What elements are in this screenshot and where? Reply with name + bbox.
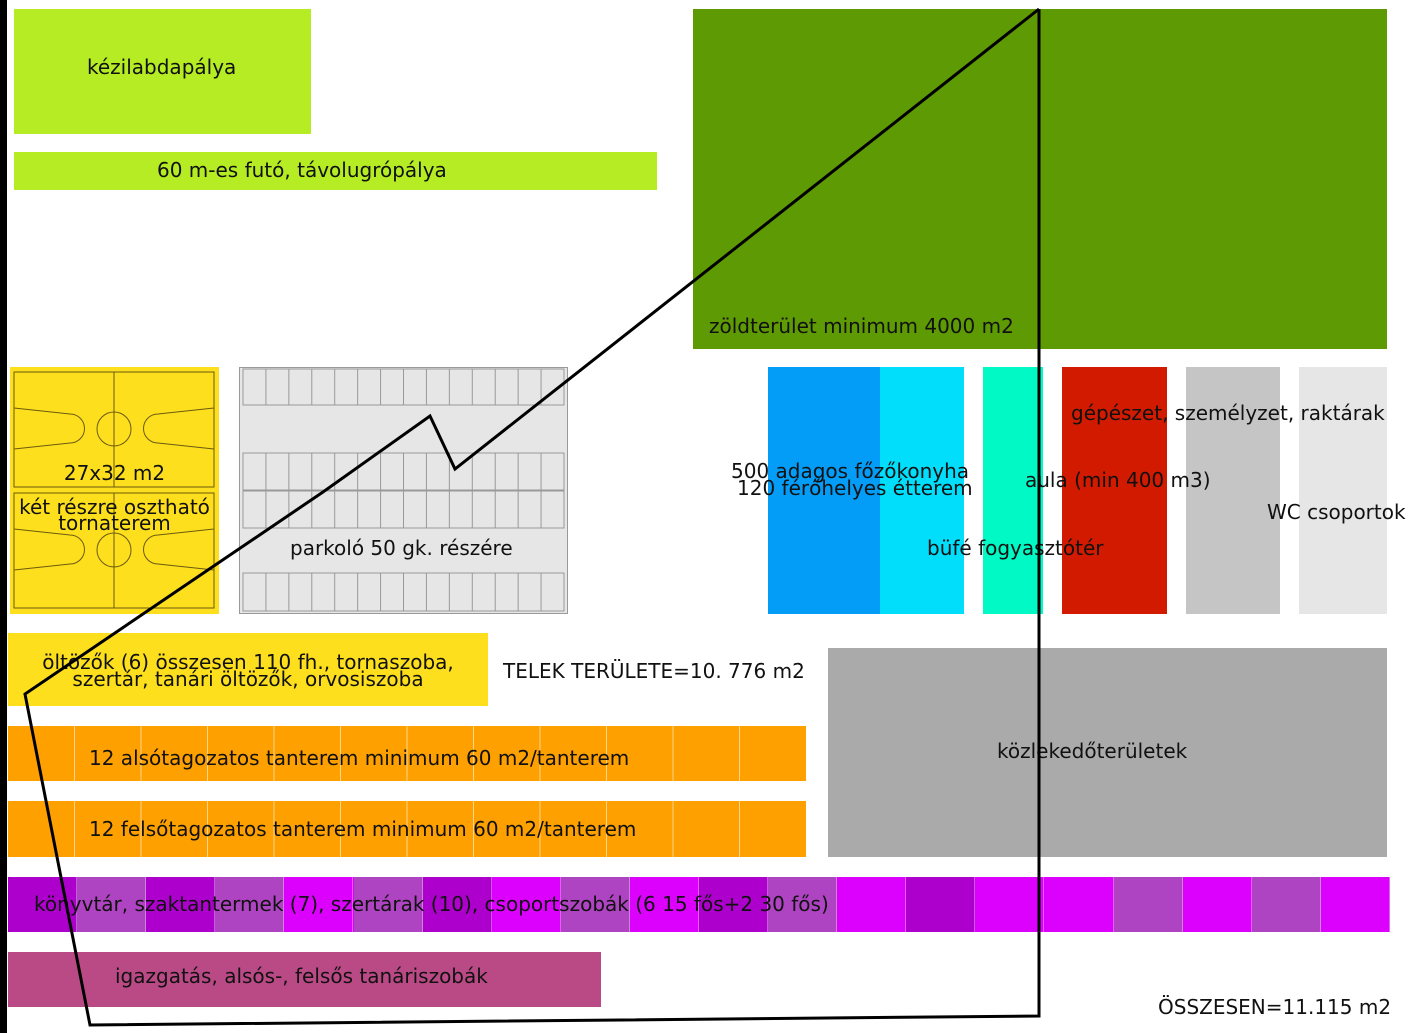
left-edge-bar — [0, 0, 7, 1033]
library-segment — [1182, 877, 1252, 932]
parking-block — [239, 367, 568, 614]
gym-label-line2: tornaterem — [58, 511, 171, 535]
wc-block — [1299, 367, 1387, 614]
green-area-label: zöldterület minimum 4000 m2 — [709, 314, 1014, 338]
mechanical-label: gépészet, személyzet, raktárak — [1071, 401, 1385, 425]
library-segment — [1113, 877, 1183, 932]
library-segment — [906, 877, 976, 932]
library-segment — [975, 877, 1045, 932]
circulation-label: közlekedőterületek — [997, 739, 1188, 763]
changing-rooms-label-line2: szertár, tanári öltözők, orvosiszoba — [72, 667, 424, 691]
green-area-block — [693, 9, 1387, 349]
parking-label: parkoló 50 gk. részére — [290, 536, 513, 560]
admin-label: igazgatás, alsós-, felsős tanáriszobák — [115, 964, 488, 988]
handball-court-label: kézilabdapálya — [87, 55, 237, 79]
library-segment — [1044, 877, 1114, 932]
aula-block — [1062, 367, 1167, 614]
aula-label: aula (min 400 m3) — [1025, 468, 1211, 492]
total-area-label: ÖSSZESEN=11.115 m2 — [1158, 995, 1392, 1019]
kitchen-label-line2: 120 férőhelyes étterem — [737, 476, 973, 500]
library-segment — [1251, 877, 1321, 932]
lower-classrooms-label: 12 alsótagozatos tanterem minimum 60 m2/… — [89, 746, 630, 770]
gym-size-label: 27x32 m2 — [63, 461, 166, 485]
plot-area-label: TELEK TERÜLETE=10. 776 m2 — [503, 659, 805, 683]
gym-block — [10, 367, 219, 614]
library-segment — [837, 877, 907, 932]
upper-classrooms-label: 12 felsőtagozatos tanterem minimum 60 m2… — [89, 817, 637, 841]
library-label: könyvtár, szaktantermek (7), szertárak (… — [34, 892, 829, 916]
library-segment — [1320, 877, 1390, 932]
mechanical-block — [1186, 367, 1280, 614]
running-track-label: 60 m-es futó, távolugrópálya — [157, 158, 447, 182]
wc-label: WC csoportok — [1267, 500, 1406, 524]
buffet-label: büfé fogyasztótér — [927, 536, 1104, 560]
